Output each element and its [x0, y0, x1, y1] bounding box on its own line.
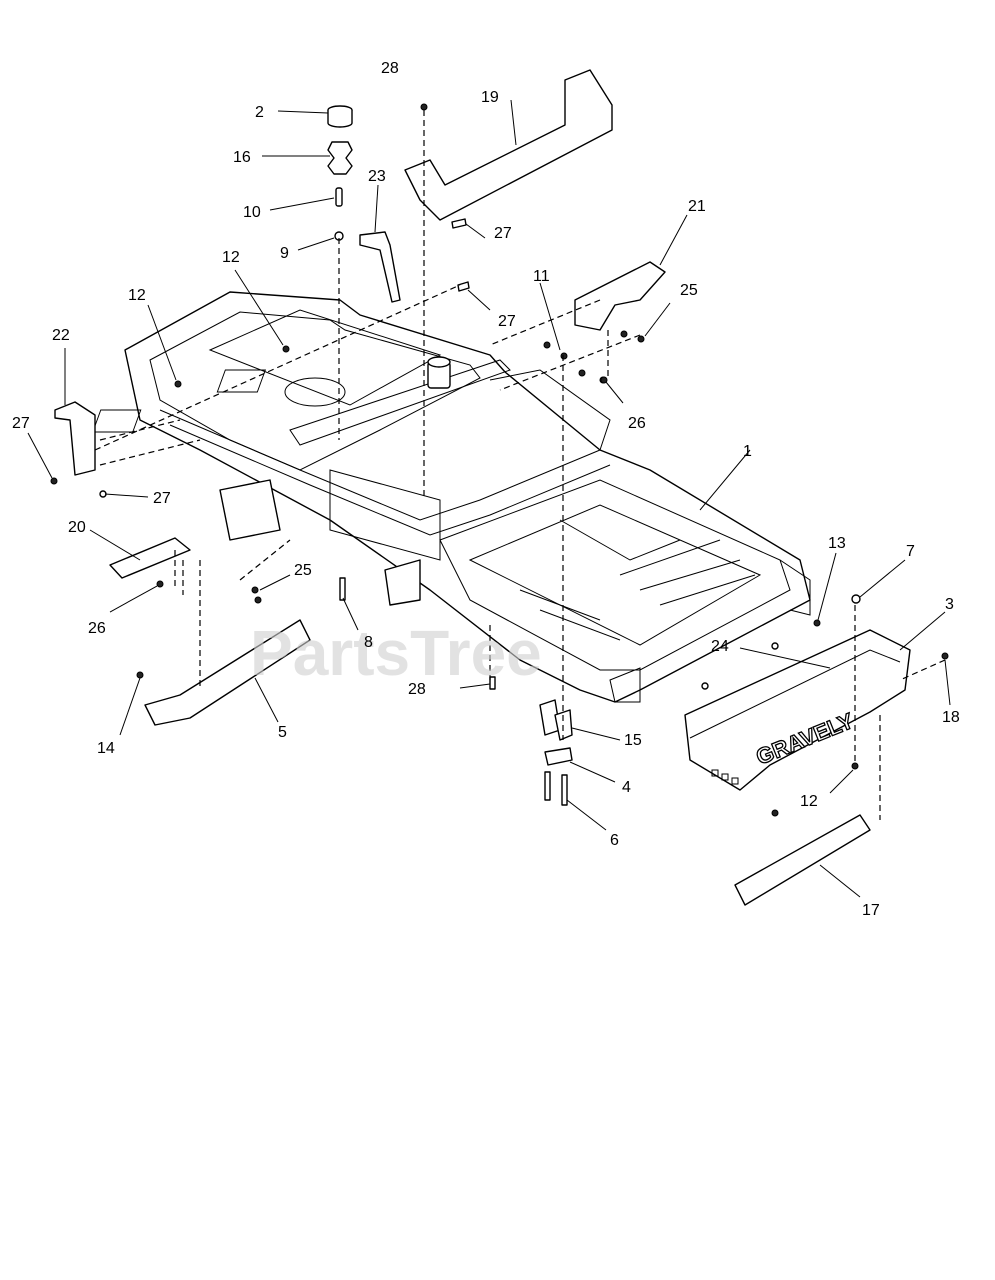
part-5-plate: [144, 619, 311, 726]
callout-12a: 12: [222, 249, 240, 266]
leader-lines: [27, 99, 951, 898]
part-15-spacer: [539, 699, 573, 806]
main-frame: [92, 291, 811, 703]
part-23-bracket: [359, 231, 401, 303]
callout-8: 8: [364, 634, 373, 651]
part-22-bracket: [54, 401, 96, 476]
callout-5: 5: [278, 724, 287, 741]
callout-17: 17: [862, 902, 880, 919]
callout-28b: 28: [408, 681, 426, 698]
callout-10: 10: [243, 204, 261, 221]
callout-27d: 27: [153, 490, 171, 507]
callout-26a: 26: [628, 415, 646, 432]
callout-1: 1: [743, 443, 752, 460]
callout-12b: 12: [128, 287, 146, 304]
callout-19: 19: [481, 89, 499, 106]
part-17-strip: [734, 814, 871, 906]
callout-18: 18: [942, 709, 960, 726]
part-2-bumper-stack: [327, 105, 353, 241]
part-19-bracket: [404, 69, 613, 221]
callout-27b: 27: [498, 313, 516, 330]
callout-2: 2: [255, 104, 264, 121]
callout-14: 14: [97, 740, 115, 757]
callout-6: 6: [610, 832, 619, 849]
callout-28a: 28: [381, 60, 399, 77]
callout-20: 20: [68, 519, 86, 536]
alignment-lines: [94, 110, 946, 820]
callout-15: 15: [624, 732, 642, 749]
callout-13: 13: [828, 535, 846, 552]
part-20-bracket: [109, 537, 191, 579]
callout-11: 11: [533, 268, 550, 285]
callout-22: 22: [52, 327, 70, 344]
callout-9: 9: [280, 245, 289, 262]
callout-12c: 12: [800, 793, 818, 810]
callout-27c: 27: [12, 415, 30, 432]
callouts: 2 16 10 9 28 19 23 27 27 21 25 26 11 12 …: [12, 60, 960, 919]
callout-23: 23: [368, 168, 386, 185]
callout-25a: 25: [680, 282, 698, 299]
callout-27a: 27: [494, 225, 512, 242]
callout-4: 4: [622, 779, 631, 796]
callout-26b: 26: [88, 620, 106, 637]
callout-21: 21: [688, 198, 706, 215]
watermark: PartsTree: [250, 617, 542, 689]
fasteners: [50, 103, 949, 817]
callout-16: 16: [233, 149, 251, 166]
callout-3: 3: [945, 596, 954, 613]
callout-24: 24: [711, 638, 729, 655]
callout-7: 7: [906, 543, 915, 560]
part-21-bracket: [574, 261, 666, 331]
callout-25b: 25: [294, 562, 312, 579]
